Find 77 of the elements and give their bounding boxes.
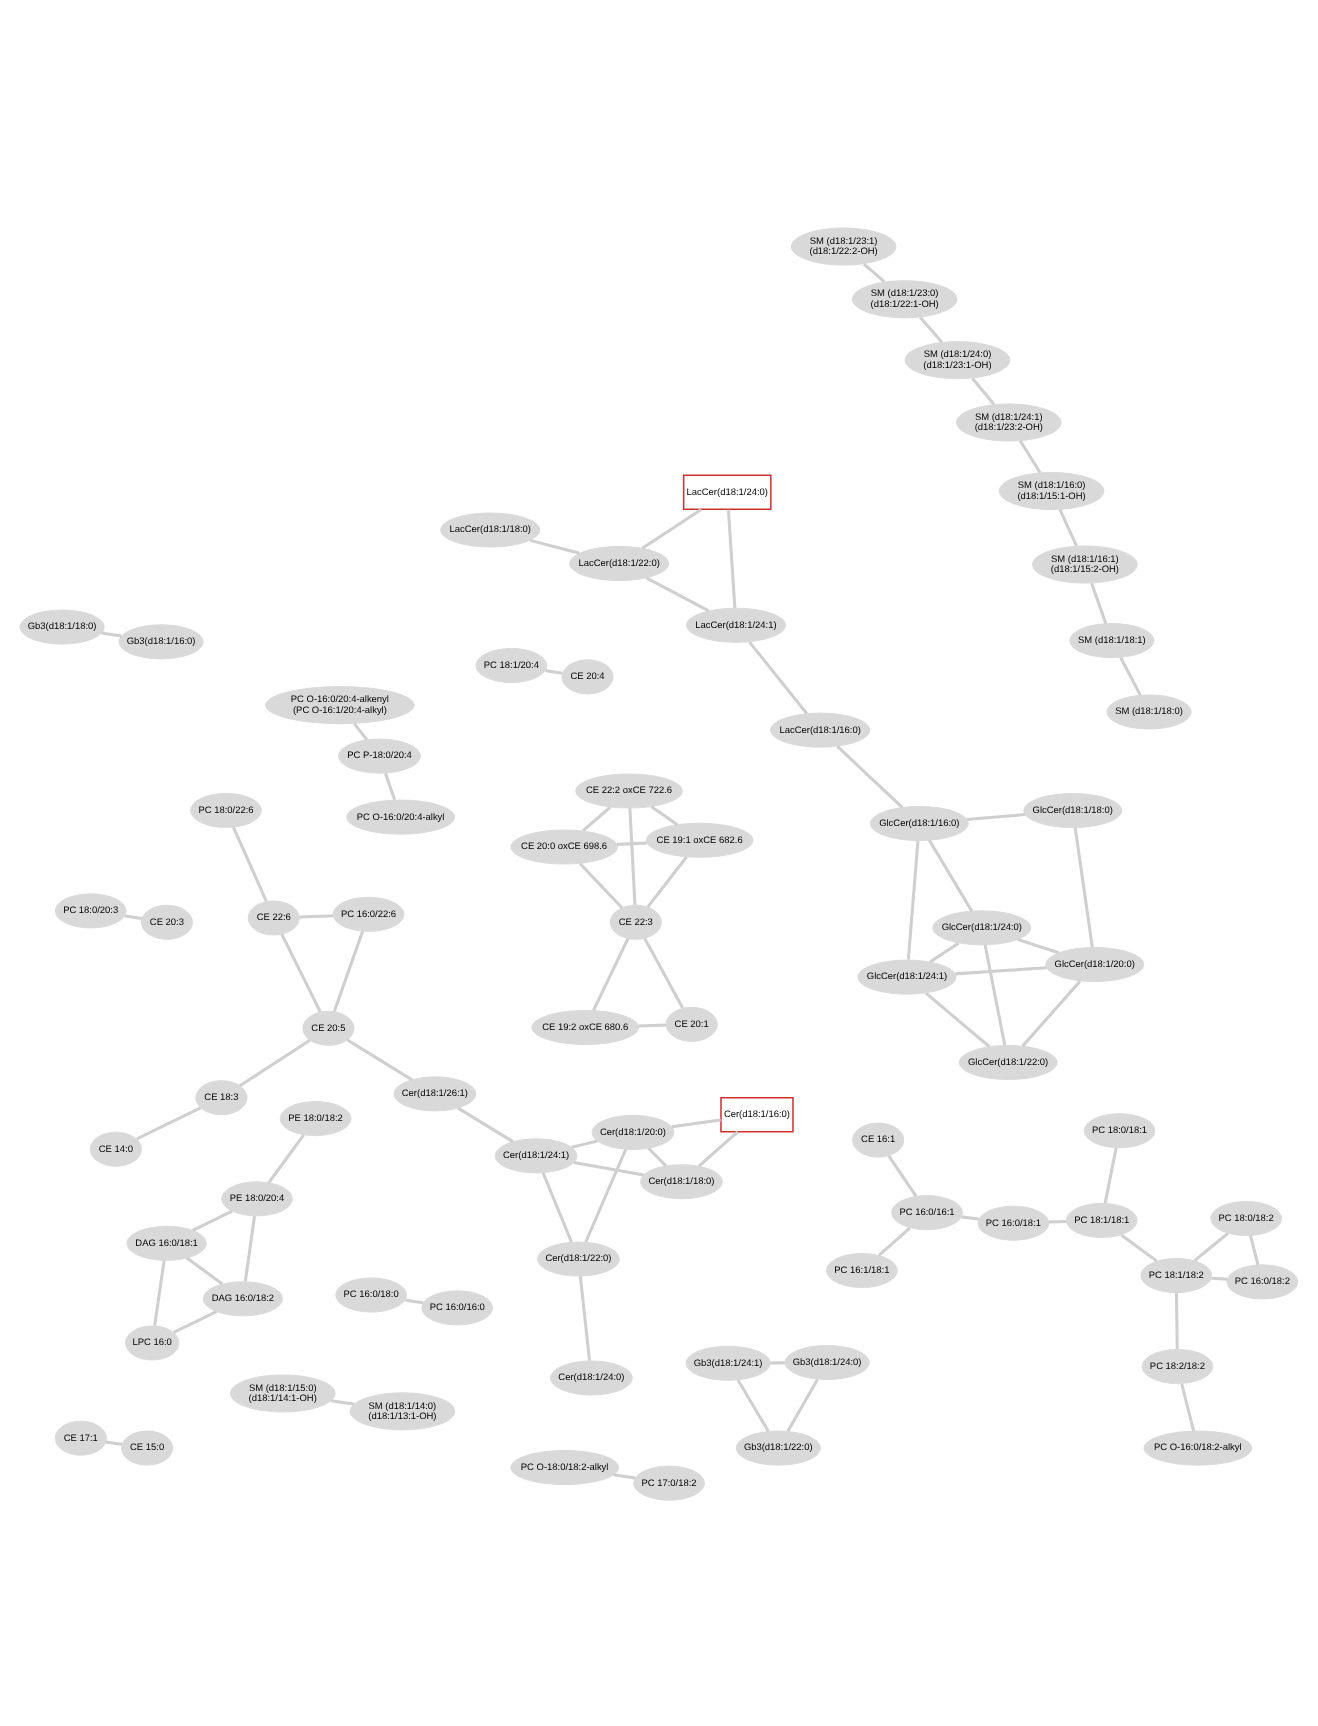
connector [578, 861, 624, 908]
connector [736, 1378, 770, 1432]
connector [584, 1147, 628, 1242]
connector [136, 1105, 202, 1140]
connector [592, 937, 630, 1011]
connector [573, 1160, 645, 1176]
connector [646, 855, 688, 907]
connector [638, 1022, 666, 1027]
connector [330, 1398, 355, 1405]
connector [185, 1255, 224, 1285]
connector [353, 721, 369, 740]
connector [928, 838, 974, 911]
connector [1019, 439, 1042, 473]
connector [925, 991, 991, 1047]
connector [346, 1037, 413, 1081]
connector [770, 1360, 786, 1364]
connector [578, 1274, 592, 1360]
connector [650, 804, 679, 825]
connector [582, 805, 612, 831]
connector [836, 744, 904, 808]
connector [628, 807, 637, 905]
connector [124, 913, 142, 920]
connector [726, 508, 737, 608]
connector [643, 936, 684, 1008]
connector [961, 1214, 979, 1220]
connector [645, 575, 710, 612]
connector [748, 640, 809, 714]
connector [1211, 1275, 1228, 1280]
connector [1193, 1231, 1229, 1261]
connector [1174, 1291, 1179, 1349]
connector [929, 940, 960, 963]
connector [1021, 979, 1082, 1047]
connector [173, 1309, 217, 1333]
connector [971, 376, 995, 405]
connector [1249, 1234, 1260, 1265]
connector [641, 507, 702, 549]
connector [1120, 1232, 1158, 1262]
connector [243, 1214, 257, 1281]
connector [299, 913, 334, 918]
connector [332, 929, 365, 1011]
connector [105, 1439, 123, 1445]
connector [1058, 507, 1078, 546]
connector [1048, 1219, 1067, 1223]
connector [383, 771, 397, 800]
connector [887, 1154, 918, 1197]
connector [966, 812, 1026, 820]
connector [697, 1129, 739, 1167]
connector [862, 261, 886, 282]
connector [1090, 581, 1108, 624]
connector [878, 1225, 911, 1256]
connector [1073, 826, 1094, 947]
connector [1017, 937, 1060, 954]
connector [545, 668, 563, 674]
connector [239, 1038, 311, 1087]
connector [1119, 655, 1142, 695]
connector [529, 537, 580, 554]
connector [955, 965, 1047, 975]
connector [906, 839, 920, 959]
connector [983, 943, 1007, 1045]
connector [616, 840, 647, 845]
connector [457, 1105, 514, 1142]
connector [541, 1171, 573, 1242]
connector [1103, 1146, 1118, 1203]
connector [101, 630, 122, 637]
connector [571, 1138, 598, 1148]
connector [280, 932, 322, 1012]
connector [647, 1146, 667, 1166]
connector [267, 1132, 305, 1183]
connector [671, 1117, 721, 1128]
connector [786, 1377, 819, 1431]
connector [1180, 1382, 1196, 1431]
connector [613, 1472, 636, 1479]
connector [919, 315, 943, 343]
connector [232, 825, 268, 901]
connector [192, 1208, 233, 1231]
connector [153, 1259, 166, 1325]
connector [404, 1297, 424, 1304]
